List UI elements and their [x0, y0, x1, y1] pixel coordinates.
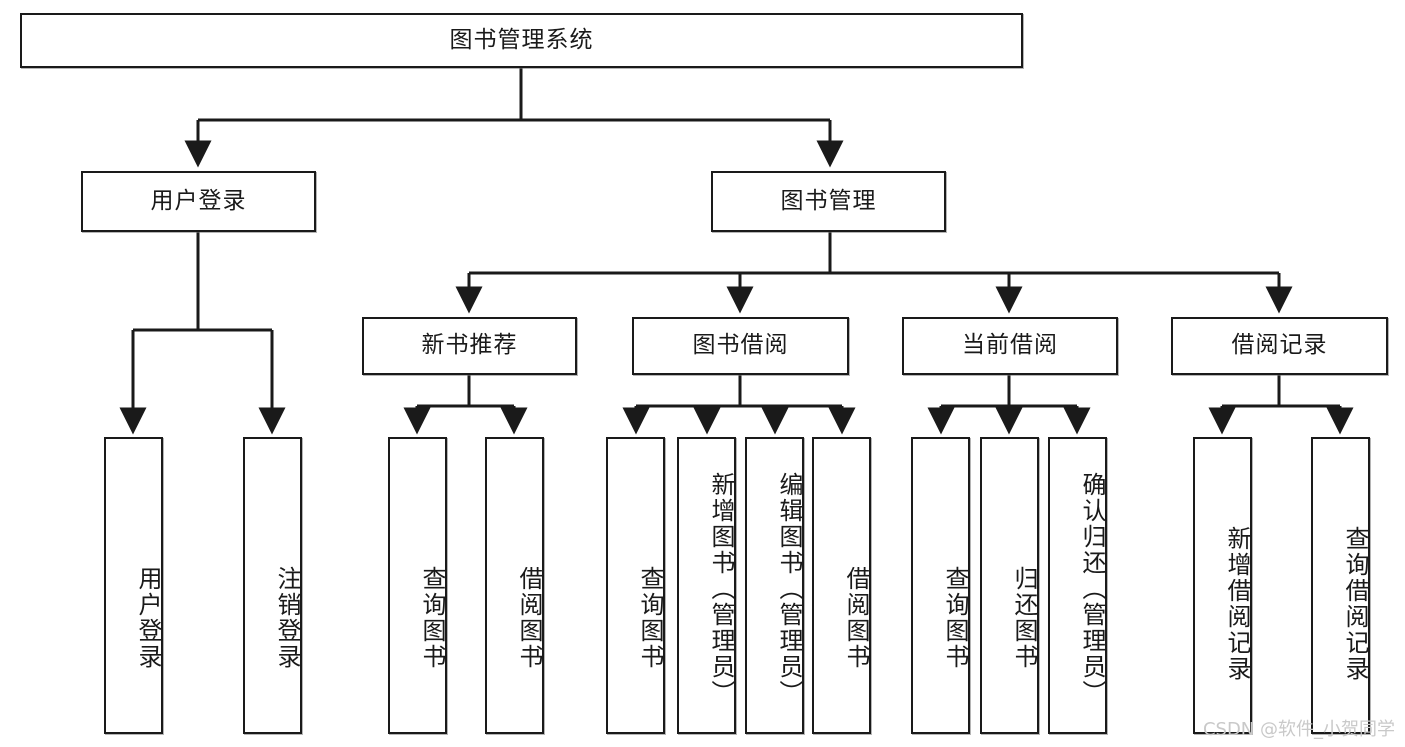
node-label: 借阅记录	[1231, 332, 1328, 359]
node-leaf-return-books[interactable]: 归还图书	[980, 437, 1039, 734]
node-label: 借阅图书	[842, 565, 870, 670]
node-leaf-query-borrow-record[interactable]: 查询借阅记录	[1311, 437, 1370, 734]
node-leaf-borrow-books-recommend[interactable]: 借阅图书	[485, 437, 544, 734]
node-label: 用户登录	[134, 565, 162, 670]
node-new-book-recommendation[interactable]: 新书推荐	[362, 317, 577, 375]
node-user-login[interactable]: 用户登录	[81, 171, 316, 232]
node-label: 注销登录	[273, 565, 301, 670]
node-book-management[interactable]: 图书管理	[711, 171, 946, 232]
node-label: 用户登录	[150, 187, 247, 214]
node-leaf-add-borrow-record[interactable]: 新增借阅记录	[1193, 437, 1252, 734]
node-label: 新增图书（管理员）	[707, 471, 735, 706]
node-leaf-query-books-current[interactable]: 查询图书	[911, 437, 970, 734]
node-label: 查询图书	[636, 565, 664, 670]
node-leaf-user-login[interactable]: 用户登录	[104, 437, 163, 734]
node-label: 新增借阅记录	[1223, 525, 1251, 682]
node-label: 图书管理系统	[449, 26, 594, 53]
node-leaf-confirm-return-admin[interactable]: 确认归还（管理员）	[1048, 437, 1107, 734]
node-leaf-edit-book-admin[interactable]: 编辑图书（管理员）	[745, 437, 804, 734]
node-label: 归还图书	[1010, 565, 1038, 670]
node-leaf-query-books-borrow[interactable]: 查询图书	[606, 437, 665, 734]
node-borrowing-record[interactable]: 借阅记录	[1171, 317, 1388, 375]
node-leaf-add-book-admin[interactable]: 新增图书（管理员）	[677, 437, 736, 734]
node-leaf-logout[interactable]: 注销登录	[243, 437, 302, 734]
node-leaf-query-books-recommend[interactable]: 查询图书	[388, 437, 447, 734]
node-label: 查询图书	[941, 565, 969, 670]
node-label: 确认归还（管理员）	[1078, 471, 1106, 706]
node-label: 新书推荐	[421, 332, 518, 359]
node-label: 图书管理	[780, 187, 877, 214]
node-label: 图书借阅	[692, 332, 789, 359]
node-label: 借阅图书	[515, 565, 543, 670]
node-book-borrowing[interactable]: 图书借阅	[632, 317, 849, 375]
node-leaf-borrow-books[interactable]: 借阅图书	[812, 437, 871, 734]
node-label: 查询借阅记录	[1341, 525, 1369, 682]
node-current-borrowing[interactable]: 当前借阅	[902, 317, 1118, 375]
csdn-watermark: CSDN @软件_小贺同学	[1202, 719, 1395, 740]
node-label: 编辑图书（管理员）	[775, 471, 803, 706]
node-label: 查询图书	[418, 565, 446, 670]
node-root-book-management-system[interactable]: 图书管理系统	[20, 13, 1023, 68]
node-label: 当前借阅	[962, 332, 1058, 359]
